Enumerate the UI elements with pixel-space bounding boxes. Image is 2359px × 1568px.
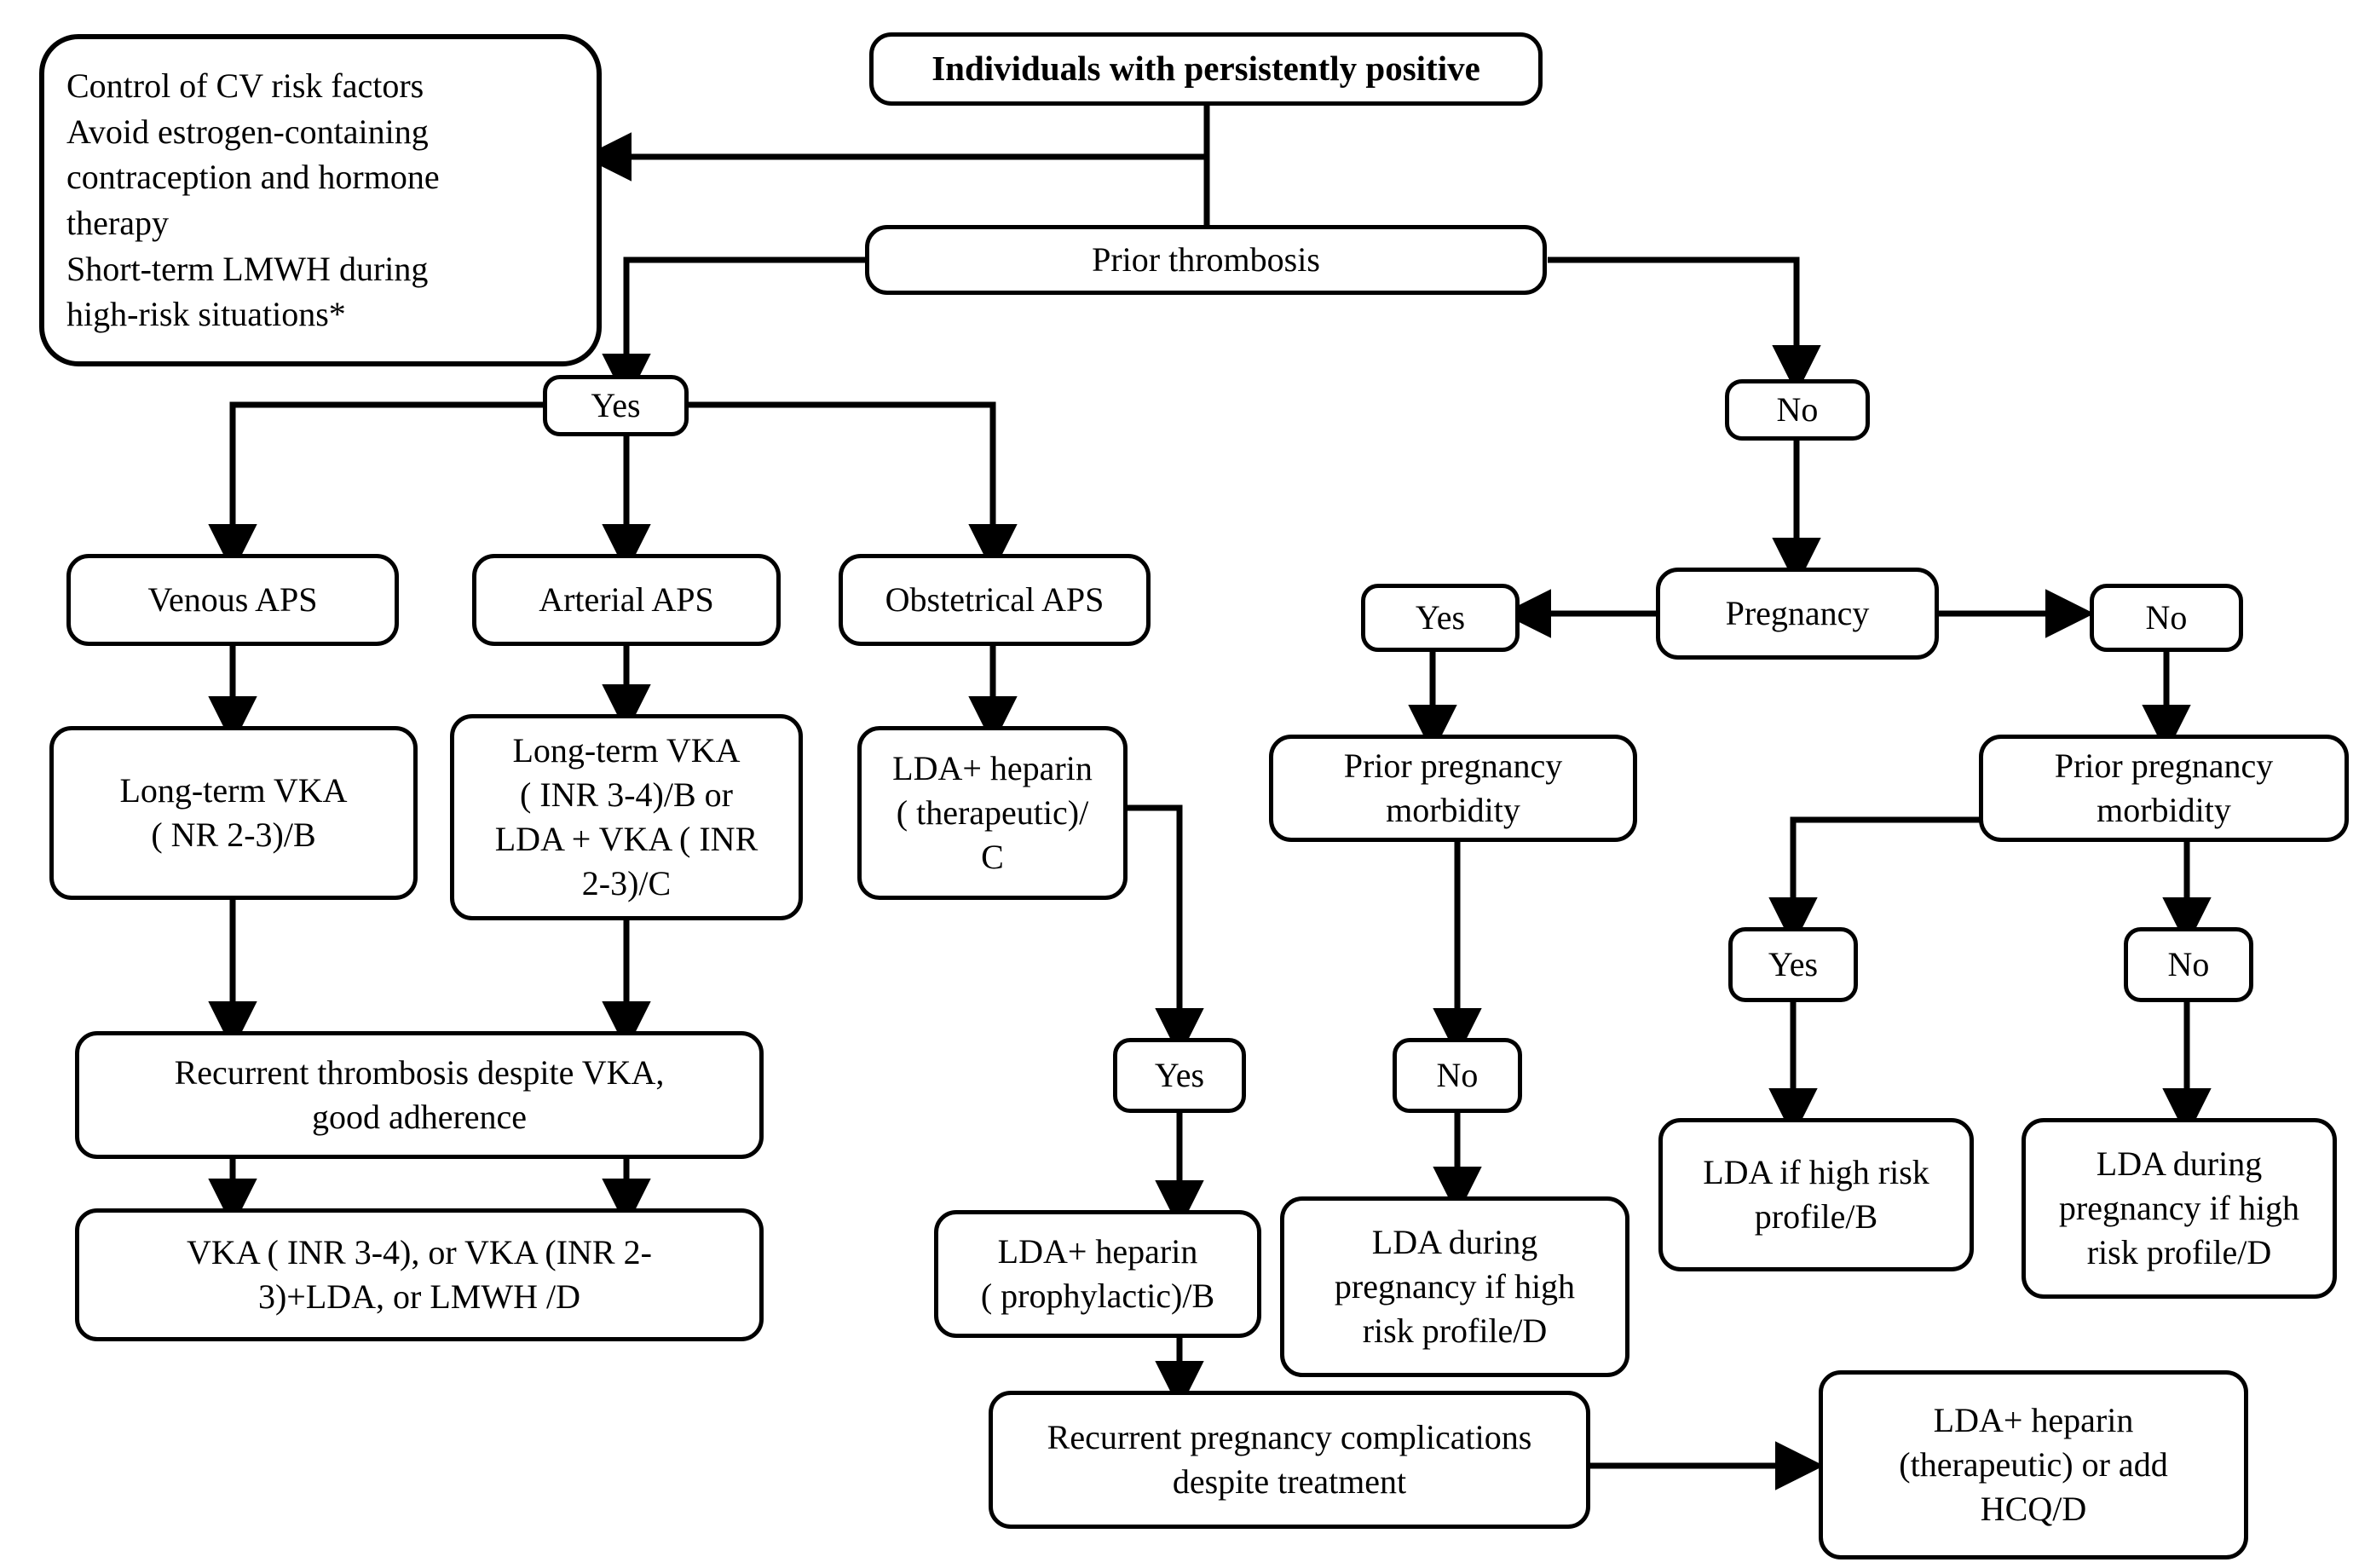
venous-aps-text: Venous APS	[147, 580, 318, 619]
pregnancy-text: Pregnancy	[1725, 594, 1870, 632]
lda-heparin-prophylactic-text: LDA+ heparin ( prophylactic)/B	[980, 1232, 1215, 1315]
ppm-right-yes-node: Yes	[1728, 927, 1858, 1002]
obstetrical-treatment-text: LDA+ heparin ( therapeutic)/ C	[892, 749, 1093, 876]
prior-pregnancy-morbidity-right-node: Prior pregnancy morbidity	[1979, 735, 2349, 842]
header-node: Individuals with persistently positive	[869, 32, 1543, 106]
pregnancy-no-text: No	[2145, 598, 2188, 637]
edge-yes-to-obstetrical-aps	[689, 401, 1018, 574]
thrombosis-yes-text: Yes	[591, 386, 641, 424]
recurrent-thrombosis-node: Recurrent thrombosis despite VKA, good a…	[75, 1031, 764, 1159]
lda-heparin-prophylactic-node: LDA+ heparin ( prophylactic)/B	[934, 1210, 1261, 1338]
arterial-treatment-text: Long-term VKA ( INR 3-4)/B or LDA + VKA …	[494, 731, 758, 902]
recurrent-thrombosis-text: Recurrent thrombosis despite VKA, good a…	[174, 1053, 665, 1136]
obstetrical-aps-node: Obstetrical APS	[839, 554, 1151, 646]
edge-prior-thrombosis-to-no	[1548, 257, 1821, 395]
venous-treatment-text: Long-term VKA ( NR 2-3)/B	[119, 771, 348, 854]
ppm-right-text: Prior pregnancy morbidity	[2054, 747, 2274, 829]
recurrent-pregnancy-complications-text: Recurrent pregnancy complications despit…	[1047, 1418, 1532, 1501]
edge-obstetrical-tx-to-yes	[1128, 804, 1204, 1058]
advice-panel-text: Control of CV risk factors Avoid estroge…	[66, 66, 440, 334]
ppm-middle-no-text: No	[1436, 1056, 1479, 1094]
venous-treatment-node: Long-term VKA ( NR 2-3)/B	[49, 726, 418, 900]
arterial-aps-node: Arterial APS	[472, 554, 781, 646]
ppm-right-no-text: No	[2167, 945, 2210, 983]
ppm-middle-yes-node: Yes	[1113, 1038, 1246, 1113]
ppm-middle-text: Prior pregnancy morbidity	[1343, 747, 1563, 829]
pregnancy-no-node: No	[2090, 584, 2243, 652]
recurrent-thrombosis-treatment-node: VKA ( INR 3-4), or VKA (INR 2- 3)+LDA, o…	[75, 1208, 764, 1341]
advice-panel: Control of CV risk factors Avoid estroge…	[39, 34, 602, 366]
recurrent-pregnancy-treatment-node: LDA+ heparin (therapeutic) or add HCQ/D	[1819, 1370, 2248, 1559]
obstetrical-aps-text: Obstetrical APS	[885, 580, 1105, 619]
prior-thrombosis-text: Prior thrombosis	[1092, 240, 1320, 279]
ppm-middle-yes-text: Yes	[1154, 1056, 1205, 1094]
thrombosis-no-text: No	[1776, 390, 1819, 429]
prior-thrombosis-node: Prior thrombosis	[865, 225, 1547, 295]
prior-pregnancy-morbidity-middle-node: Prior pregnancy morbidity	[1269, 735, 1637, 842]
ppm-middle-no-node: No	[1393, 1038, 1522, 1113]
lda-high-risk-b-text: LDA if high risk profile/B	[1703, 1153, 1929, 1236]
lda-during-pregnancy-middle-node: LDA during pregnancy if high risk profil…	[1280, 1196, 1629, 1377]
recurrent-pregnancy-treatment-text: LDA+ heparin (therapeutic) or add HCQ/D	[1899, 1401, 2168, 1528]
header-node-text: Individuals with persistently positive	[931, 49, 1480, 89]
arterial-aps-text: Arterial APS	[539, 580, 714, 619]
recurrent-pregnancy-complications-node: Recurrent pregnancy complications despit…	[989, 1391, 1590, 1529]
recurrent-thrombosis-treatment-text: VKA ( INR 3-4), or VKA (INR 2- 3)+LDA, o…	[187, 1233, 652, 1316]
obstetrical-treatment-node: LDA+ heparin ( therapeutic)/ C	[857, 726, 1128, 900]
venous-aps-node: Venous APS	[66, 554, 399, 646]
lda-during-pregnancy-right-text: LDA during pregnancy if high risk profil…	[2058, 1144, 2300, 1271]
edge-prior-thrombosis-to-yes	[602, 257, 865, 403]
lda-high-risk-b-node: LDA if high risk profile/B	[1658, 1118, 1974, 1271]
ppm-right-no-node: No	[2124, 927, 2253, 1002]
edge-yes-to-venous-aps	[208, 401, 543, 574]
pregnancy-yes-node: Yes	[1361, 584, 1520, 652]
lda-during-pregnancy-right-node: LDA during pregnancy if high risk profil…	[2022, 1118, 2337, 1299]
pregnancy-yes-text: Yes	[1415, 598, 1466, 637]
arterial-treatment-node: Long-term VKA ( INR 3-4)/B or LDA + VKA …	[450, 714, 803, 920]
ppm-right-yes-text: Yes	[1768, 945, 1819, 983]
lda-during-pregnancy-middle-text: LDA during pregnancy if high risk profil…	[1334, 1223, 1576, 1350]
thrombosis-yes-node: Yes	[543, 375, 689, 436]
thrombosis-no-node: No	[1725, 379, 1870, 441]
pregnancy-node: Pregnancy	[1656, 568, 1939, 660]
